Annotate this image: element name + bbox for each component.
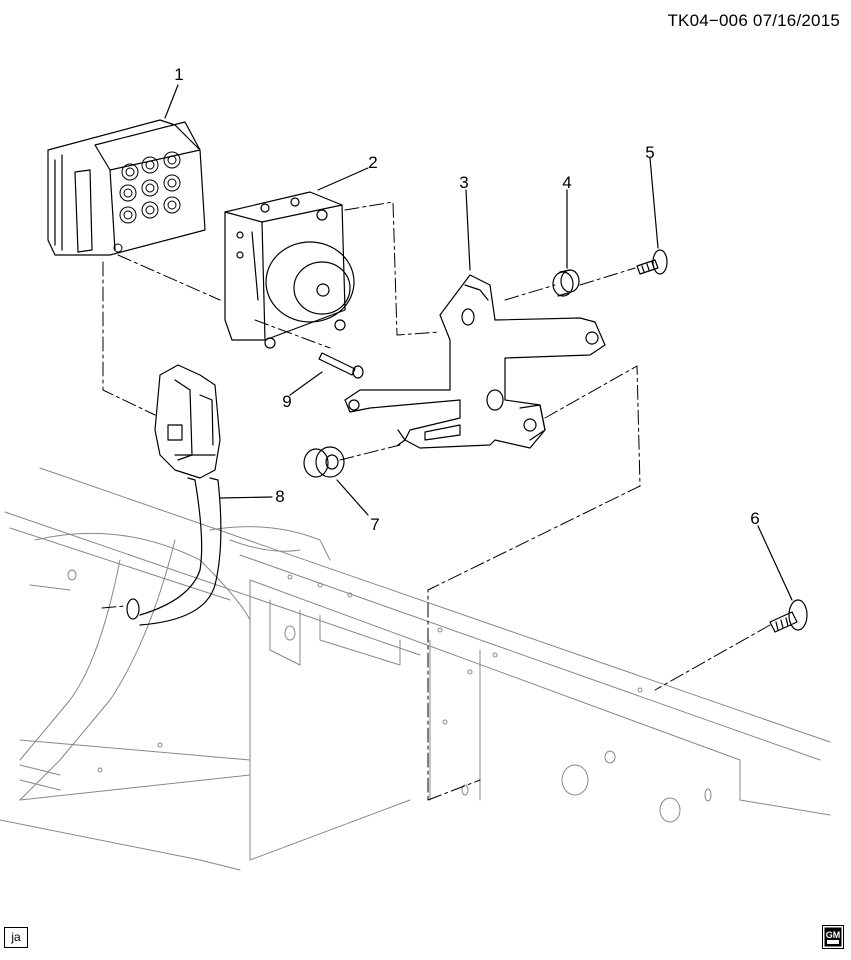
modulator-bolt xyxy=(318,352,364,379)
callout-1: 1 xyxy=(174,65,184,84)
gm-logo-icon: GM xyxy=(822,925,844,949)
abs-modulator-valve xyxy=(224,191,355,349)
alignment-lines xyxy=(101,201,771,801)
callout-3: 3 xyxy=(459,173,469,192)
reference-code: TK04−006 07/16/2015 xyxy=(667,11,840,30)
callout-6: 6 xyxy=(750,509,760,528)
wiring-harness xyxy=(126,364,222,626)
svg-text:GM: GM xyxy=(826,930,841,940)
callout-2: 2 xyxy=(368,153,378,172)
leader-lines xyxy=(164,84,793,601)
callout-8: 8 xyxy=(275,487,285,506)
upper-bolt xyxy=(636,249,668,275)
lower-insulator xyxy=(303,446,345,478)
illustrator-code-box: ja xyxy=(4,927,28,948)
vehicle-frame xyxy=(0,467,831,871)
modulator-bracket xyxy=(344,274,606,449)
frame-bolt xyxy=(769,599,808,633)
abs-control-module xyxy=(47,119,206,256)
callout-4: 4 xyxy=(562,173,572,192)
callout-7: 7 xyxy=(370,515,380,534)
callout-9: 9 xyxy=(282,392,292,411)
upper-insulator xyxy=(552,269,580,297)
callout-5: 5 xyxy=(645,143,655,162)
